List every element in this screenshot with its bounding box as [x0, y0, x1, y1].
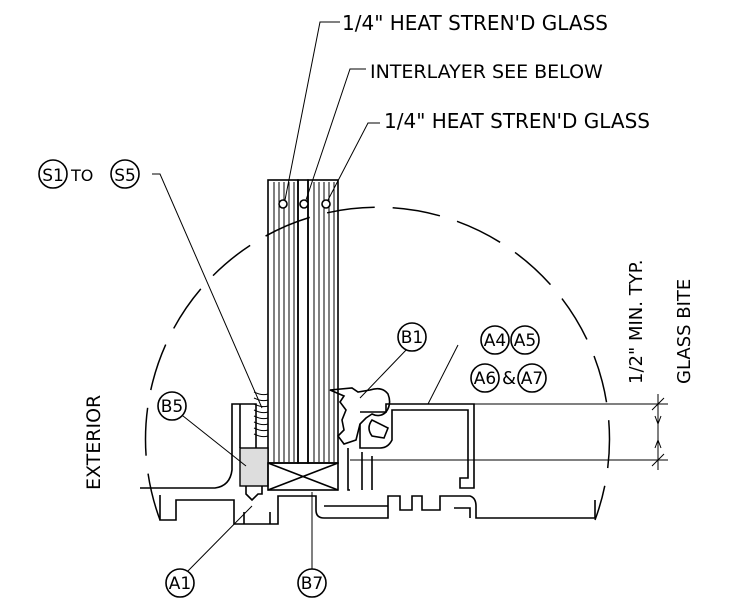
svg-text:A1: A1: [169, 574, 191, 594]
tag-b1: B1: [397, 322, 427, 352]
callout-glass-outer: 1/4" HEAT STREN'D GLASS: [342, 11, 608, 35]
svg-text:S1: S1: [42, 166, 64, 186]
callout-interlayer: INTERLAYER SEE BELOW: [370, 61, 603, 83]
backer-rod-b5: [239, 447, 269, 502]
label-exterior: EXTERIOR: [83, 395, 105, 490]
leader-lines: [152, 21, 459, 577]
tag-s1: S1: [38, 159, 68, 189]
dimension-lines: [350, 394, 668, 470]
svg-text:A7: A7: [521, 369, 543, 389]
tag-amp-text: &: [502, 368, 516, 389]
tag-b5: B5: [157, 391, 187, 421]
svg-text:S5: S5: [114, 166, 136, 186]
svg-text:B7: B7: [301, 574, 323, 594]
glass-panes: [267, 179, 339, 464]
svg-text:A4: A4: [484, 331, 506, 351]
tag-a6: A6: [470, 363, 500, 393]
callout-glass-inner: 1/4" HEAT STREN'D GLASS: [384, 109, 650, 133]
tag-a7: A7: [517, 363, 547, 393]
tag-a5: A5: [510, 325, 540, 355]
tag-a1: A1: [165, 568, 195, 598]
label-glass-bite: GLASS BITE: [674, 279, 695, 384]
detail-circle: [144, 206, 611, 521]
tag-s5: S5: [110, 159, 140, 189]
exterior-frame: [140, 403, 257, 489]
svg-text:A5: A5: [514, 331, 536, 351]
label-min-typ: 1/2" MIN. TYP.: [626, 260, 647, 384]
svg-text:B5: B5: [161, 397, 183, 417]
tag-a4: A4: [480, 325, 510, 355]
base-extrusion: [159, 495, 596, 525]
svg-text:B1: B1: [401, 328, 423, 348]
tag-b7: B7: [297, 568, 327, 598]
setting-block-b7: [267, 462, 339, 491]
svg-text:A6: A6: [474, 369, 496, 389]
tag-to-text: TO: [70, 166, 93, 185]
